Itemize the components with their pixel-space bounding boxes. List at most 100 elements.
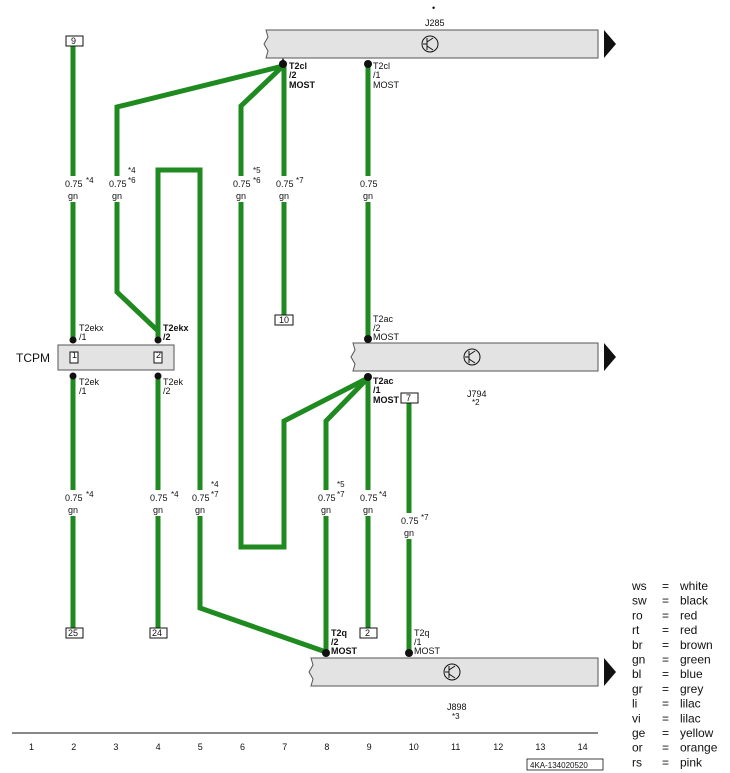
j898-note: *3 bbox=[452, 712, 460, 721]
svg-text:MOST: MOST bbox=[331, 646, 358, 656]
wire-labels: 0.75 gn *4 0.75 gn *4 *6 0.75 gn *5 *6 0… bbox=[64, 166, 429, 539]
column-number: 2 bbox=[71, 742, 76, 752]
transistor-icon bbox=[463, 348, 481, 366]
svg-text:T2q: T2q bbox=[414, 628, 430, 638]
svg-text:7: 7 bbox=[406, 393, 411, 403]
legend-code: li bbox=[632, 697, 637, 711]
svg-text:/2: /2 bbox=[163, 332, 171, 342]
svg-text:*7: *7 bbox=[337, 490, 345, 499]
column-number: 13 bbox=[535, 742, 545, 752]
svg-text:*5: *5 bbox=[337, 480, 345, 489]
svg-text:MOST: MOST bbox=[289, 80, 316, 90]
svg-text:T2ekx: T2ekx bbox=[163, 323, 189, 333]
legend-name: white bbox=[679, 579, 708, 593]
svg-text:T2q: T2q bbox=[331, 628, 347, 638]
color-legend: ws=whitesw=blackro=redrt=redbr=browngn=g… bbox=[631, 579, 718, 769]
svg-text:4KA-134020520: 4KA-134020520 bbox=[530, 761, 588, 770]
component-tcpm[interactable]: TCPM bbox=[16, 344, 175, 371]
column-number: 12 bbox=[493, 742, 503, 752]
svg-text:gn: gn bbox=[363, 191, 373, 201]
svg-text:/2: /2 bbox=[289, 70, 297, 80]
svg-text:gn: gn bbox=[195, 505, 205, 515]
legend-eq: = bbox=[662, 579, 669, 593]
svg-text:0.75: 0.75 bbox=[360, 179, 378, 189]
legend-code: gn bbox=[632, 653, 645, 667]
legend-eq: = bbox=[662, 594, 669, 608]
svg-text:MOST: MOST bbox=[373, 80, 400, 90]
svg-text:*7: *7 bbox=[211, 490, 219, 499]
j794-label: J794 bbox=[467, 389, 487, 399]
legend-name: blue bbox=[680, 667, 703, 681]
svg-text:gn: gn bbox=[279, 191, 289, 201]
column-number: 9 bbox=[367, 742, 372, 752]
legend-name: brown bbox=[680, 638, 713, 652]
svg-text:*5: *5 bbox=[253, 166, 261, 175]
ref-box: 24 bbox=[149, 627, 168, 639]
legend-eq: = bbox=[662, 623, 669, 637]
column-number: 3 bbox=[113, 742, 118, 752]
svg-text:MOST: MOST bbox=[373, 332, 400, 342]
j794-note: *2 bbox=[472, 398, 480, 407]
column-number: 10 bbox=[409, 742, 419, 752]
svg-text:*4: *4 bbox=[86, 176, 94, 185]
svg-text:1: 1 bbox=[72, 350, 77, 360]
wire bbox=[155, 167, 327, 655]
svg-text:T2ek: T2ek bbox=[163, 377, 184, 387]
svg-text:/2: /2 bbox=[373, 323, 381, 333]
component-j285[interactable]: J285 • bbox=[263, 3, 616, 59]
legend-name: lilac bbox=[680, 697, 701, 711]
svg-text:T2ekx: T2ekx bbox=[79, 323, 104, 333]
svg-text:0.75: 0.75 bbox=[318, 493, 336, 503]
ref-box: 7 bbox=[400, 392, 419, 404]
svg-text:0.75: 0.75 bbox=[109, 179, 127, 189]
component-j898[interactable]: J898 *3 bbox=[308, 657, 616, 721]
svg-text:•: • bbox=[432, 3, 435, 13]
svg-text:T2cl: T2cl bbox=[373, 61, 390, 71]
reference-boxes: 9 10 7 25 24 2 1 2 bbox=[65, 35, 419, 639]
svg-text:0.75: 0.75 bbox=[65, 179, 83, 189]
j285-label: J285 bbox=[425, 18, 445, 28]
svg-text:9: 9 bbox=[71, 36, 76, 46]
pin-markers bbox=[69, 58, 413, 657]
legend-code: or bbox=[632, 741, 643, 755]
legend-code: rt bbox=[632, 623, 640, 637]
svg-text:*4: *4 bbox=[86, 490, 94, 499]
wire-label: 0.75 gn *4 *6 bbox=[109, 166, 136, 201]
legend-eq: = bbox=[662, 653, 669, 667]
legend-eq: = bbox=[662, 667, 669, 681]
legend-eq: = bbox=[662, 682, 669, 696]
transistor-icon bbox=[443, 663, 461, 681]
svg-text:gn: gn bbox=[363, 505, 373, 515]
wire-label: 0.75 gn bbox=[360, 179, 378, 201]
legend-name: black bbox=[680, 594, 709, 608]
svg-text:*4: *4 bbox=[211, 480, 219, 489]
pin-labels: T2cl /2 MOST T2cl /1 MOST T2ac /2 MOST T… bbox=[79, 61, 441, 656]
legend-code: ws bbox=[631, 579, 647, 593]
wire-label: 0.75 gn *4 bbox=[150, 490, 179, 515]
legend-name: grey bbox=[680, 682, 703, 696]
legend-eq: = bbox=[662, 755, 669, 769]
column-number: 6 bbox=[240, 742, 245, 752]
component-j794[interactable]: J794 *2 bbox=[350, 342, 616, 407]
legend-code: ge bbox=[632, 726, 646, 740]
svg-text:gn: gn bbox=[236, 191, 246, 201]
svg-text:2: 2 bbox=[365, 628, 370, 638]
ref-box: 10 bbox=[274, 314, 294, 326]
svg-text:*4: *4 bbox=[171, 490, 179, 499]
svg-text:/1: /1 bbox=[79, 386, 87, 396]
svg-text:0.75: 0.75 bbox=[276, 179, 294, 189]
legend-eq: = bbox=[662, 741, 669, 755]
legend-code: gr bbox=[632, 682, 643, 696]
column-number: 7 bbox=[282, 742, 287, 752]
wire-label: 0.75 gn *4 bbox=[65, 176, 94, 201]
svg-text:2: 2 bbox=[156, 350, 161, 360]
legend-eq: = bbox=[662, 697, 669, 711]
wire-label: 0.75 gn *7 bbox=[276, 176, 304, 201]
svg-text:*6: *6 bbox=[128, 176, 136, 185]
wire-label: 0.75 gn *5 *7 bbox=[318, 480, 345, 515]
svg-text:0.75: 0.75 bbox=[401, 516, 419, 526]
legend-name: red bbox=[680, 623, 697, 637]
svg-text:MOST: MOST bbox=[373, 395, 400, 405]
legend-name: green bbox=[680, 653, 711, 667]
